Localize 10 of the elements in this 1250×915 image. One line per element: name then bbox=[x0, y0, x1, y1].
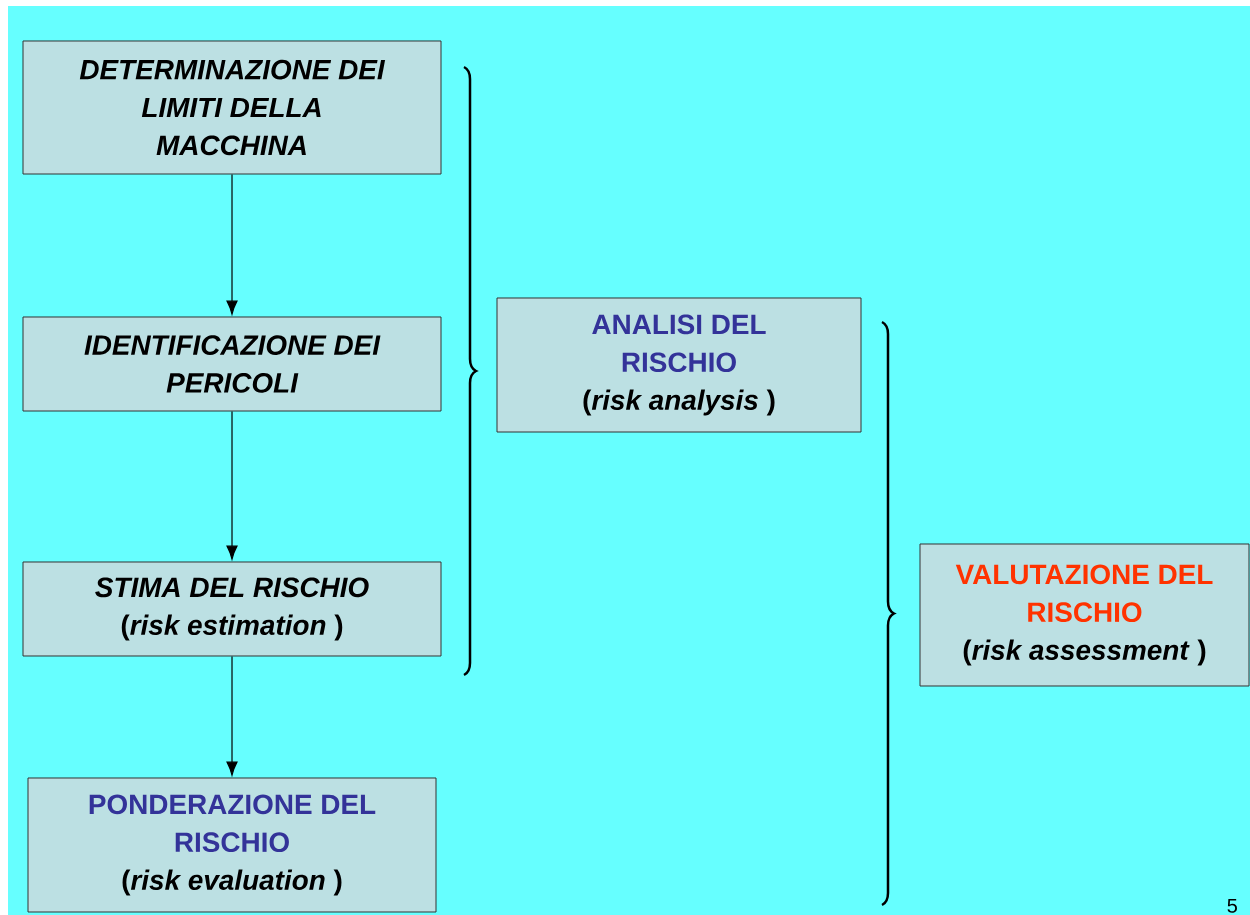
arrow bbox=[226, 410, 238, 560]
process-box: DETERMINAZIONE DEI LIMITI DELLA MACCHINA bbox=[22, 40, 442, 175]
process-box: IDENTIFICAZIONE DEI PERICOLI bbox=[22, 316, 442, 412]
process-box: VALUTAZIONE DEL RISCHIO (risk assessment ) bbox=[919, 543, 1250, 687]
process-box: PONDERAZIONE DEL RISCHIO (risk evaluation ) bbox=[27, 777, 437, 913]
page-number: 5 bbox=[1227, 898, 1237, 913]
process-box: ANALISI DEL RISCHIO (risk analysis ) bbox=[496, 297, 862, 433]
arrow bbox=[226, 655, 238, 776]
process-box: STIMA DEL RISCHIO (risk estimation ) bbox=[22, 561, 442, 657]
arrow bbox=[226, 173, 238, 315]
